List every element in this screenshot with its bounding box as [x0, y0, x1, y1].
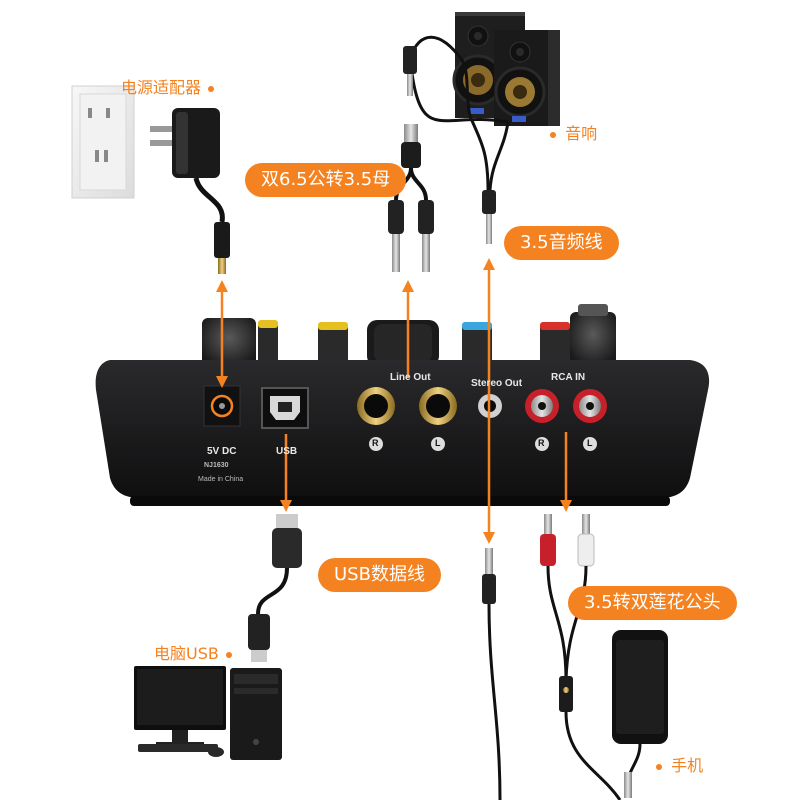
line-out-jacks	[357, 387, 457, 425]
speaker-cables	[403, 35, 510, 244]
rca-cable	[540, 514, 622, 801]
speaker-front	[494, 30, 560, 126]
panel-dc-label: 5V DC	[207, 446, 237, 457]
panel-line-out-label: Line Out	[390, 372, 431, 383]
power-adapter-text: 电源适配器	[121, 78, 202, 97]
stereo-cable	[482, 548, 502, 801]
panel-rca-in-label: RCA IN	[551, 372, 586, 383]
smartphone	[612, 630, 668, 798]
dual-65-to-35-adapter	[388, 124, 434, 272]
panel-model-label: NJ1630	[204, 462, 229, 469]
bullet-dot	[225, 651, 232, 658]
connection-arrows	[216, 258, 572, 544]
label-power-adapter: 电源适配器	[121, 74, 215, 98]
panel-stereo-out-label: Stereo Out	[471, 378, 523, 389]
usb-b-port	[261, 387, 309, 429]
label-to-dual-rca: 3.5转双莲花公头	[568, 586, 737, 620]
label-computer-usb: 电脑USB	[154, 640, 232, 664]
label-speakers: 音响	[550, 120, 597, 144]
usb-cable	[248, 514, 302, 662]
rca-in-jacks	[525, 389, 607, 423]
panel-usb-label: USB	[276, 446, 298, 457]
power-adapter	[150, 108, 230, 274]
rca-in-right-marker: R	[538, 438, 545, 448]
desktop-computer	[134, 666, 282, 760]
bullet-dot	[208, 85, 215, 92]
panel-made-in-label: Made in China	[198, 476, 244, 483]
speakers-text: 音响	[565, 124, 598, 143]
phone-text: 手机	[671, 756, 704, 775]
line-out-left-marker: L	[435, 438, 441, 448]
label-phone: 手机	[656, 752, 703, 776]
bullet-dot	[550, 131, 556, 138]
dc-power-jack	[203, 385, 241, 427]
channel-markers	[369, 437, 597, 451]
bullet-dot	[656, 763, 662, 770]
rca-in-left-marker: L	[587, 438, 593, 448]
label-dual-65-to-35: 双6.5公转3.5母	[245, 163, 407, 197]
top-knobs	[202, 304, 616, 368]
label-audio-cable-35: 3.5音频线	[504, 226, 619, 260]
speaker-back	[452, 12, 525, 118]
line-out-right-marker: R	[372, 438, 379, 448]
label-usb-cable: USB数据线	[318, 558, 441, 592]
audio-interface-back-panel	[95, 360, 710, 506]
computer-usb-text: 电脑USB	[154, 644, 219, 663]
wall-outlet	[71, 85, 135, 199]
